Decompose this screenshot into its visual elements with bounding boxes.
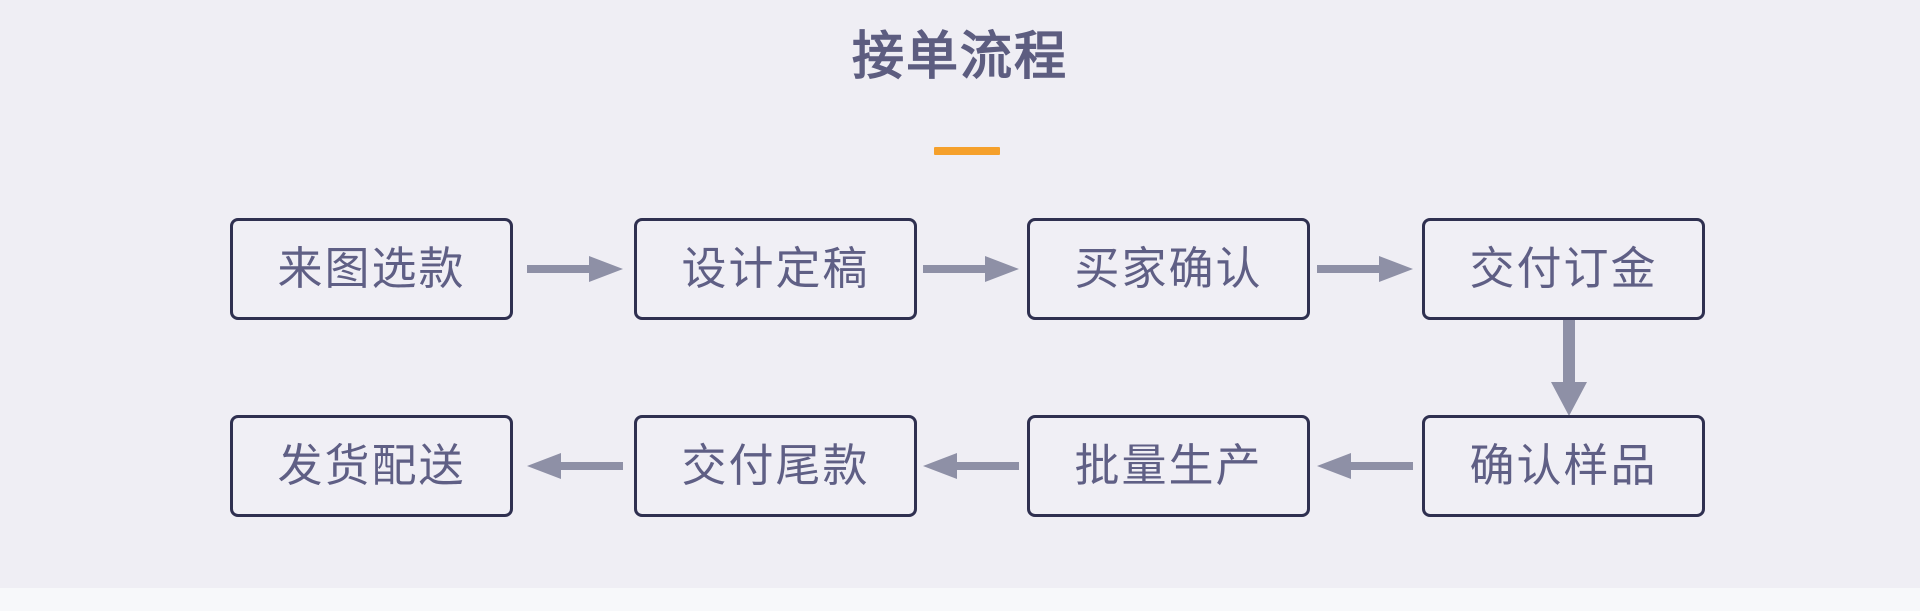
flow-node-label: 确认样品 [1469, 440, 1658, 491]
flow-node-label: 买家确认 [1074, 243, 1263, 294]
page-title: 接单流程 [851, 29, 1068, 86]
arrow-left-icon [1317, 451, 1413, 481]
flow-node-label: 交付尾款 [681, 440, 870, 491]
title-block: 接单流程 [0, 29, 1920, 86]
flow-node-label: 发货配送 [277, 440, 466, 491]
flow-node-label: 批量生产 [1074, 440, 1263, 491]
flow-row-2: 发货配送 交付尾款 批量生产 [230, 415, 1705, 517]
diagram-stage: 接单流程 来图选款 设计定稿 买家确认 [0, 29, 1920, 517]
flow-row-1: 来图选款 设计定稿 买家确认 [230, 218, 1705, 320]
flow-node-maijia-queren[interactable]: 买家确认 [1027, 218, 1310, 320]
flow-node-sheji-dinggao[interactable]: 设计定稿 [634, 218, 917, 320]
arrow-right-icon [527, 254, 623, 284]
title-accent-underline [934, 147, 1000, 155]
flow-node-jiaofu-weikuan[interactable]: 交付尾款 [634, 415, 917, 517]
arrow-left-icon [923, 451, 1019, 481]
arrow-down-icon [1548, 320, 1590, 416]
flow-node-label: 设计定稿 [681, 243, 870, 294]
flow-node-label: 来图选款 [277, 243, 466, 294]
arrow-left-icon [527, 451, 623, 481]
flow-node-label: 交付订金 [1469, 243, 1658, 294]
flow-node-piliang-shengchan[interactable]: 批量生产 [1027, 415, 1310, 517]
flow-node-queren-yangpin[interactable]: 确认样品 [1422, 415, 1705, 517]
flow-node-fahuo-peisong[interactable]: 发货配送 [230, 415, 513, 517]
arrow-right-icon [1317, 254, 1413, 284]
flow-node-jiaofu-dingjin[interactable]: 交付订金 [1422, 218, 1705, 320]
flow-node-laitu-xuankuan[interactable]: 来图选款 [230, 218, 513, 320]
arrow-right-icon [923, 254, 1019, 284]
